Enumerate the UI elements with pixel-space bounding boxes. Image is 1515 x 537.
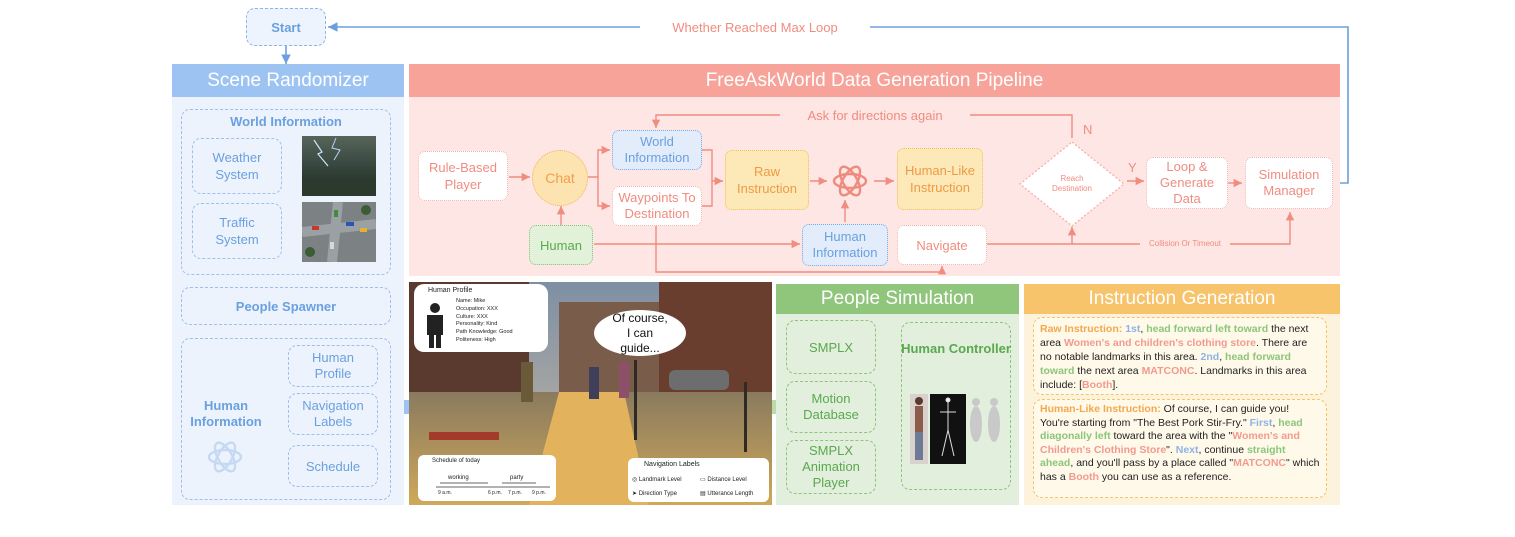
scene-randomizer-title: Scene Randomizer [172,64,404,97]
human-information-group [181,338,391,500]
nav-title: Navigation Labels [644,461,700,468]
human-profile-box: Human Profile [288,345,378,387]
simulation-manager-node: Simulation Manager [1245,157,1333,209]
raw-instruction-node: Raw Instruction [725,150,809,210]
schedule-time-6pm: 6 p.m. [488,490,502,496]
profile-name: Name: Mike [456,298,486,304]
people-spawner-box: People Spawner [181,287,391,325]
human-like-instruction-node: Human-Like Instruction [897,148,983,210]
schedule-time-9am: 9 a.m. [438,490,452,496]
human-controller-image [910,394,1004,464]
profile-title: Human Profile [428,287,473,294]
waypoints-node: Waypoints To Destination [612,186,702,226]
direction-icon: ➤ [632,491,639,497]
person-icon [427,303,443,348]
human-controller-box [901,322,1011,490]
schedule-title: Schedule of today [432,458,481,464]
animation-player-box: SMPLX Animation Player [786,440,876,494]
pin-icon: ◎ [632,477,639,483]
navigate-node: Navigate [897,225,987,265]
raw-instruction-text: Raw Instruction: 1st, head forward left … [1033,317,1327,395]
yes-label: Y [1128,160,1137,175]
human-like-instruction-text: Human-Like Instruction: Of course, I can… [1033,399,1327,498]
profile-culture: Culture: XXX [456,313,488,320]
human-like-instruction-label: Human-Like Instruction: [1040,403,1161,415]
chat-icon: ▤ [700,491,708,497]
loop-label: Whether Reached Max Loop [640,20,870,35]
people-simulation-title: People Simulation [776,284,1019,314]
reach-destination-label: Reach Destination [1051,174,1093,193]
nav-direction: ➤ Direction Type [632,491,677,497]
loop-generate-node: Loop & Generate Data [1146,157,1228,209]
ruler-icon: ▭ [700,477,708,483]
schedule-timeline [436,482,550,488]
human-profile-card: Human Profile Name: Mike Occupation: XXX… [414,284,548,352]
nav-landmark: ◎ Landmark Level [632,477,682,483]
profile-politeness: Politeness: High [456,336,496,343]
world-information-label: World Information [230,114,342,129]
reach-destination-diamond [1018,140,1126,228]
schedule-working: working [448,475,469,481]
rule-based-player-node: Rule-Based Player [418,151,508,201]
instruction-generation-title: Instruction Generation [1024,284,1340,314]
profile-lines: Name: Mike Occupation: XXX Culture: XXX … [456,298,513,345]
traffic-system-box: Traffic System [192,203,282,259]
schedule-time-7pm: 7 p.m. [508,490,522,496]
speech-bubble: Of course, I can guide... [594,310,686,356]
world-information-node: World Information [612,130,702,170]
weather-image [302,136,376,196]
traffic-image [301,201,377,263]
raw-instruction-label: Raw Instruction: [1040,323,1123,335]
collision-label: Collision Or Timeout [1140,239,1230,248]
smplx-box: SMPLX [786,320,876,374]
profile-path-knowledge: Path Knowledge: Good [456,329,513,336]
openai-logo-icon [204,436,246,478]
llm-logo-icon [829,160,871,202]
start-node: Start [246,8,326,46]
schedule-party: party [510,475,524,481]
weather-system-box: Weather System [192,138,282,194]
schedule-box: Schedule [288,445,378,487]
human-information-node: Human Information [802,224,888,266]
human-node: Human [529,225,593,265]
chat-node: Chat [532,150,588,206]
motion-database-box: Motion Database [786,381,876,433]
world-information-group [181,109,391,275]
profile-personality: Personality: Kind [456,321,498,328]
schedule-time-9pm: 9 p.m. [532,490,546,496]
profile-occupation: Occupation: XXX [456,305,498,312]
nav-distance: ▭ Distance Level [700,477,747,483]
human-controller-label: Human Controller [901,341,1011,356]
ask-again-label: Ask for directions again [780,108,970,123]
navigation-labels-card: Navigation Labels ◎ Landmark Level ▭ Dis… [628,458,769,502]
schedule-card: Schedule of today working party 9 a.m. 6… [418,455,556,501]
navigation-labels-box: Navigation Labels [288,393,378,435]
no-label: N [1083,122,1093,137]
human-information-label: Human Information [190,398,262,429]
pipeline-title: FreeAskWorld Data Generation Pipeline [409,64,1340,97]
nav-utterance: ▤ Utterance Length [700,491,754,497]
